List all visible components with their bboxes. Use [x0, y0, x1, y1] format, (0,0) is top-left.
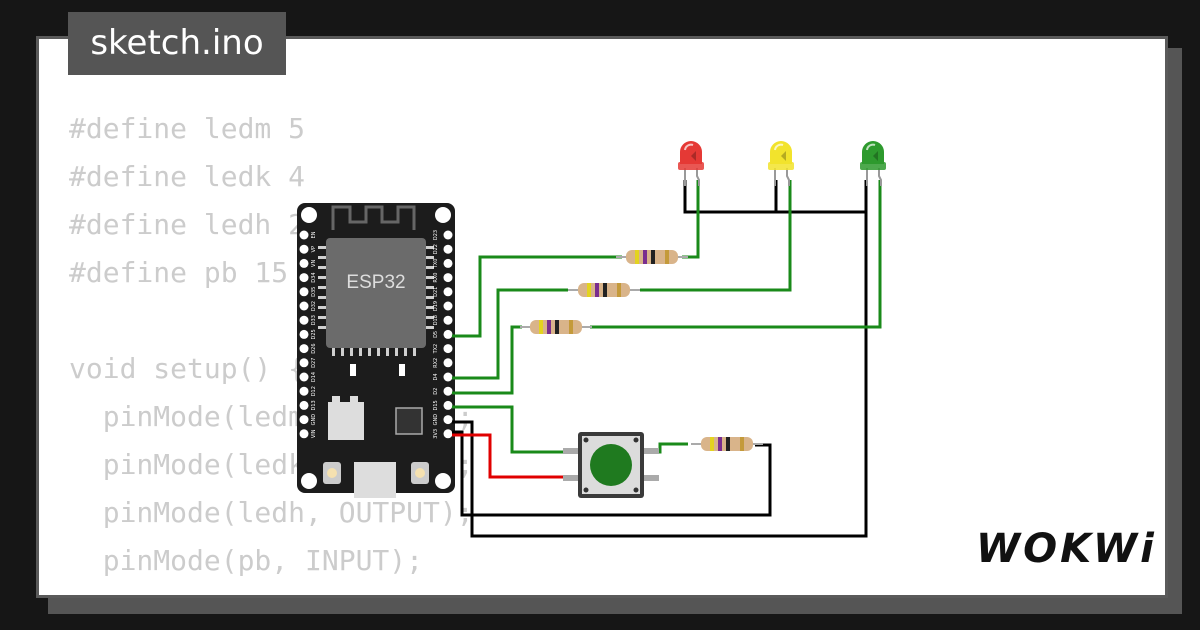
- pin-label: TX0: [433, 259, 439, 270]
- button-cap: [590, 444, 632, 486]
- right-pin[interactable]: [443, 273, 453, 283]
- wire-green-anode: [590, 180, 882, 329]
- pin-label: TX2: [433, 344, 439, 355]
- pin-label: 3V3: [433, 429, 439, 439]
- resistor[interactable]: [691, 437, 763, 451]
- pin-label: D21: [433, 287, 439, 297]
- pin-label: D22: [433, 244, 439, 254]
- resistors: [520, 250, 763, 451]
- code-line: #define ledm 5: [69, 112, 306, 145]
- right-pin[interactable]: [443, 315, 453, 325]
- led-yellow[interactable]: [768, 141, 794, 186]
- pin-label: D23: [433, 230, 439, 240]
- right-pin[interactable]: [443, 358, 453, 368]
- pin-label: D27: [311, 358, 317, 368]
- usb-chip: [395, 407, 423, 435]
- wire-yellow-anode: [640, 180, 792, 292]
- left-pin[interactable]: [299, 301, 309, 311]
- pin-label: D32: [311, 301, 317, 311]
- pin-label: EN: [311, 231, 317, 238]
- left-pin[interactable]: [299, 315, 309, 325]
- left-pin[interactable]: [299, 386, 309, 396]
- pin-label: D26: [311, 343, 317, 353]
- left-pin[interactable]: [299, 415, 309, 425]
- left-pin[interactable]: [299, 372, 309, 382]
- pin-label: GND: [311, 414, 317, 426]
- pin-label: D19: [433, 301, 439, 311]
- wire-d2-green: [452, 325, 522, 395]
- right-pin[interactable]: [443, 230, 453, 240]
- left-pin[interactable]: [299, 258, 309, 268]
- pin-label: VP: [311, 246, 317, 252]
- leds: [678, 141, 886, 186]
- right-pin[interactable]: [443, 415, 453, 425]
- wires: [452, 180, 882, 538]
- wire-d15-button: [452, 405, 580, 454]
- wire-button-gnd: [452, 430, 772, 517]
- usb-port: [354, 462, 396, 498]
- right-pin[interactable]: [443, 372, 453, 382]
- resistor[interactable]: [568, 283, 640, 297]
- resistor[interactable]: [616, 250, 688, 264]
- pin-label: VIN: [311, 429, 317, 438]
- right-pin[interactable]: [443, 386, 453, 396]
- pin-label: D34: [311, 272, 317, 282]
- esp32-module: [326, 238, 426, 348]
- wire-power: [452, 433, 580, 479]
- boot-button[interactable]: [327, 468, 337, 478]
- push-button[interactable]: [563, 432, 659, 498]
- code-line: pinMode(ledh, OUTPUT);: [69, 496, 474, 529]
- esp32-board[interactable]: ESP32 ENVPVND34D35D32D33D25D26D27D14D12D…: [297, 203, 455, 498]
- pin-label: D25: [311, 329, 317, 339]
- pin-label: GND: [433, 414, 439, 426]
- right-pin[interactable]: [443, 301, 453, 311]
- code-line: #define pb 15: [69, 256, 289, 289]
- pin-label: RX0: [433, 273, 439, 283]
- right-pin[interactable]: [443, 287, 453, 297]
- left-pin[interactable]: [299, 358, 309, 368]
- reset-button[interactable]: [415, 468, 425, 478]
- wire-d5-red: [452, 255, 622, 338]
- code-line: }: [69, 585, 474, 595]
- left-pin[interactable]: [299, 273, 309, 283]
- right-pin[interactable]: [443, 258, 453, 268]
- file-tab[interactable]: sketch.ino: [68, 12, 286, 75]
- left-pin[interactable]: [299, 400, 309, 410]
- code-line: pinMode(pb, INPUT);: [69, 544, 424, 577]
- right-pin[interactable]: [443, 429, 453, 439]
- right-pin[interactable]: [443, 329, 453, 339]
- wokwi-logo: WOKWi: [976, 526, 1157, 572]
- voltage-regulator: [328, 402, 364, 440]
- pin-label: D2: [433, 388, 439, 395]
- pin-label: D12: [311, 386, 317, 396]
- right-pin[interactable]: [443, 344, 453, 354]
- resistor[interactable]: [520, 320, 592, 334]
- wire-d4-yellow: [452, 288, 568, 380]
- pin-label: D14: [311, 372, 317, 382]
- left-pin[interactable]: [299, 244, 309, 254]
- preview-card: #define ledm 5#define ledk 4#define ledh…: [36, 36, 1168, 598]
- wire-gnd-leds: [452, 180, 868, 538]
- pin-label: D4: [433, 373, 439, 380]
- left-pin[interactable]: [299, 230, 309, 240]
- pin-label: VN: [311, 260, 317, 267]
- pin-label: D13: [311, 400, 317, 410]
- code-line: #define ledk 4: [69, 160, 306, 193]
- pin-label: RX2: [433, 358, 439, 368]
- left-pin[interactable]: [299, 329, 309, 339]
- led-red[interactable]: [678, 141, 704, 186]
- left-pin[interactable]: [299, 287, 309, 297]
- pin-label: D5: [433, 331, 439, 338]
- left-pin[interactable]: [299, 429, 309, 439]
- left-pin[interactable]: [299, 344, 309, 354]
- right-pin[interactable]: [443, 400, 453, 410]
- board-label: ESP32: [346, 272, 405, 293]
- led-green[interactable]: [860, 141, 886, 186]
- pin-label: D35: [311, 287, 317, 297]
- pin-label: D18: [433, 315, 439, 325]
- pin-label: D33: [311, 315, 317, 325]
- right-pin[interactable]: [443, 244, 453, 254]
- pin-label: D15: [433, 400, 439, 410]
